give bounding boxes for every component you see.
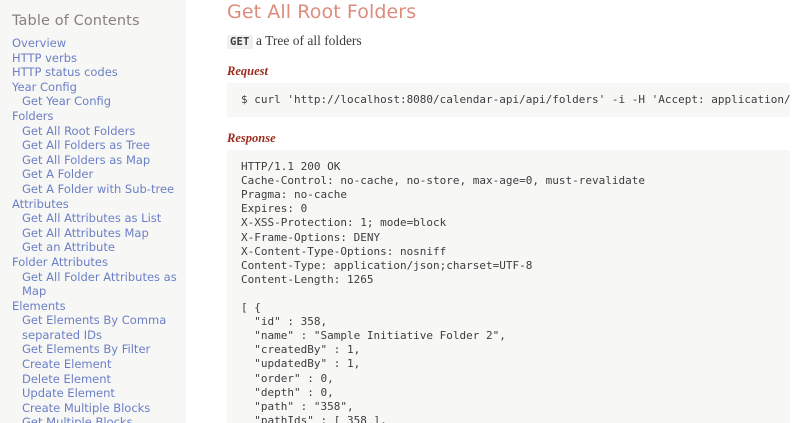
toc-link-get-elements-by-comma-separated-ids[interactable]: Get Elements By Comma separated IDs <box>22 313 167 342</box>
toc-link-get-all-attributes-map[interactable]: Get All Attributes Map <box>22 225 149 240</box>
http-verb-badge: GET <box>227 35 253 49</box>
toc-link-get-a-folder[interactable]: Get A Folder <box>22 167 94 182</box>
response-code-text: HTTP/1.1 200 OK Cache-Control: no-cache,… <box>241 160 645 423</box>
page-title: Get All Root Folders <box>227 1 417 23</box>
response-section-label: Response <box>227 131 276 146</box>
toc-link-get-all-folder-attributes-as-map[interactable]: Get All Folder Attributes as Map <box>22 269 177 299</box>
toc-link-get-a-folder-with-sub-tree[interactable]: Get A Folder with Sub-tree <box>22 181 175 196</box>
main-content: Get All Root Folders GET a Tree of all f… <box>186 0 800 423</box>
response-code-block[interactable]: HTTP/1.1 200 OK Cache-Control: no-cache,… <box>227 150 790 423</box>
toc-link-delete-element[interactable]: Delete Element <box>22 371 112 386</box>
toc-link-folder-attributes[interactable]: Folder Attributes <box>12 254 108 269</box>
toc-link-overview[interactable]: Overview <box>12 36 67 50</box>
toc-link-get-all-folders-as-map[interactable]: Get All Folders as Map <box>22 152 151 167</box>
request-code-text: $ curl 'http://localhost:8080/calendar-a… <box>241 93 790 106</box>
toc-link-create-multiple-blocks[interactable]: Create Multiple Blocks <box>22 400 151 415</box>
endpoint-summary-text: a Tree of all folders <box>255 33 362 48</box>
toc-link-elements[interactable]: Elements <box>12 298 66 313</box>
toc-title: Table of Contents <box>12 13 140 29</box>
toc-link-get-an-attribute[interactable]: Get an Attribute <box>22 240 115 255</box>
request-code-block[interactable]: $ curl 'http://localhost:8080/calendar-a… <box>227 83 790 118</box>
toc-link-get-year-config[interactable]: Get Year Config <box>22 94 112 109</box>
toc-link-attributes[interactable]: Attributes <box>12 196 69 211</box>
toc-link-folders[interactable]: Folders <box>12 108 54 123</box>
toc-link-http-verbs[interactable]: HTTP verbs <box>12 50 77 65</box>
toc-link-http-status-codes[interactable]: HTTP status codes <box>12 65 118 80</box>
toc-link-get-all-attributes-as-list[interactable]: Get All Attributes as List <box>22 211 162 226</box>
endpoint-summary: GET a Tree of all folders <box>227 33 795 50</box>
toc-link-update-element[interactable]: Update Element <box>22 386 115 401</box>
toc-link-get-elements-by-filter[interactable]: Get Elements By Filter <box>22 342 151 357</box>
toc-link-get-all-root-folders[interactable]: Get All Root Folders <box>22 123 136 138</box>
toc-link-create-element[interactable]: Create Element <box>22 357 112 372</box>
toc-link-get-all-folders-as-tree[interactable]: Get All Folders as Tree <box>22 138 150 153</box>
toc-link-year-config[interactable]: Year Config <box>12 79 77 94</box>
request-section-label: Request <box>227 64 268 78</box>
toc-link-get-multiple-blocks[interactable]: Get Multiple Blocks <box>22 415 133 423</box>
